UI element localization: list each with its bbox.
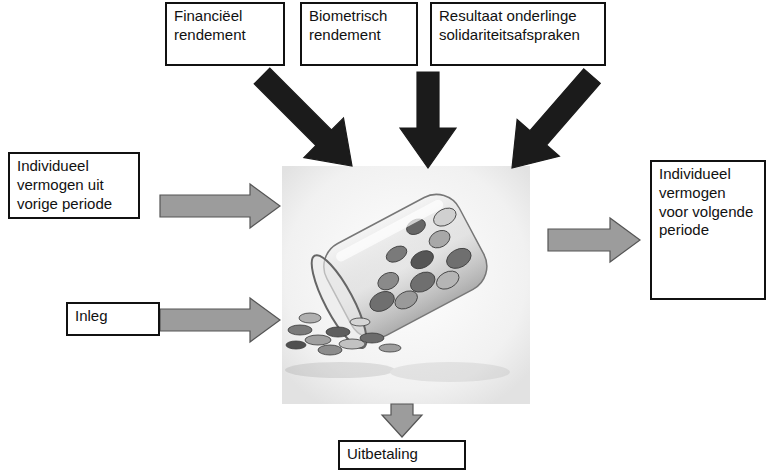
box-label: Individueel vermogen voor volgende perio…	[659, 165, 757, 240]
text-box: Biometrisch rendement	[300, 2, 418, 66]
jar-photo	[282, 166, 530, 404]
arrow-layer	[160, 68, 640, 437]
jar	[302, 185, 496, 354]
glass-highlight	[334, 198, 445, 263]
block-arrow	[160, 298, 280, 342]
box-label: Inleg	[75, 307, 151, 326]
reflection	[285, 362, 510, 382]
text-box: Inleg	[66, 302, 160, 336]
box-label: Biometrisch rendement	[309, 7, 409, 45]
block-arrow	[548, 218, 640, 262]
block-arrow	[400, 72, 456, 168]
block-arrow	[382, 404, 422, 437]
text-box: Individueel vermogen voor volgende perio…	[650, 160, 766, 300]
box-label: Uitbetaling	[347, 445, 457, 464]
block-arrow	[160, 184, 280, 228]
spilled-coins	[286, 313, 401, 355]
box-label: Individueel vermogen uit vorige periode	[17, 157, 131, 213]
photo-ground	[282, 166, 530, 404]
block-arrow	[512, 69, 600, 168]
block-arrow	[254, 68, 352, 166]
text-box: Resultaat onderlinge solidariteitsafspra…	[430, 2, 606, 66]
box-label: Resultaat onderlinge solidariteitsafspra…	[439, 7, 597, 45]
box-label: Financiëel rendement	[174, 7, 276, 45]
text-box: Financiëel rendement	[165, 2, 285, 66]
text-box: Individueel vermogen uit vorige periode	[8, 152, 140, 219]
text-box: Uitbetaling	[338, 440, 466, 470]
